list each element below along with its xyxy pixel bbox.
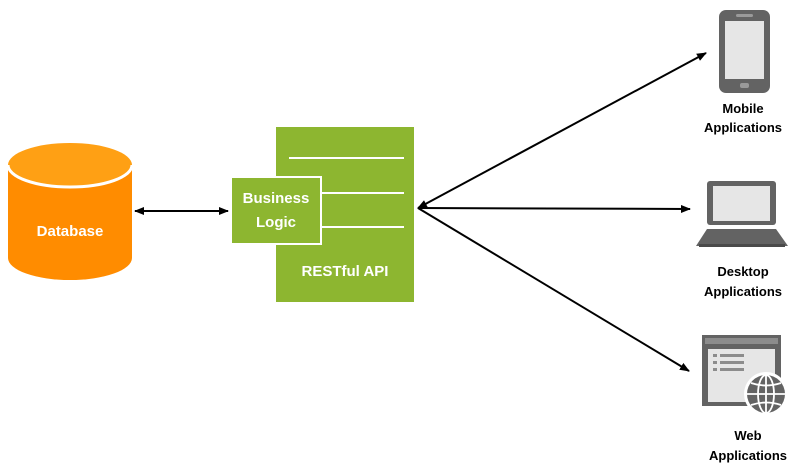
business-logic-label-line1: Business <box>243 190 310 207</box>
api-desktop-arrow <box>417 204 691 213</box>
api-web-arrow <box>417 207 690 372</box>
web-window-globe-icon <box>702 335 788 416</box>
mobile-label-line1: Mobile <box>722 101 763 116</box>
web-label-line1: Web <box>734 428 761 443</box>
database-label: Database <box>37 223 104 240</box>
mobile-label-line2: Applications <box>704 120 782 135</box>
business-logic-label-line2: Logic <box>256 214 296 231</box>
api-mobile-arrow <box>417 52 707 209</box>
desktop-label-line2: Applications <box>704 284 782 299</box>
smartphone-icon <box>719 10 770 93</box>
desktop-label-line1: Desktop <box>717 264 768 279</box>
business-logic-node: Business Logic <box>230 176 322 245</box>
database-node: Database <box>6 143 134 280</box>
restful-api-label: RESTful API <box>302 263 389 280</box>
web-label-line2: Applications <box>709 448 787 463</box>
laptop-icon <box>696 181 788 247</box>
